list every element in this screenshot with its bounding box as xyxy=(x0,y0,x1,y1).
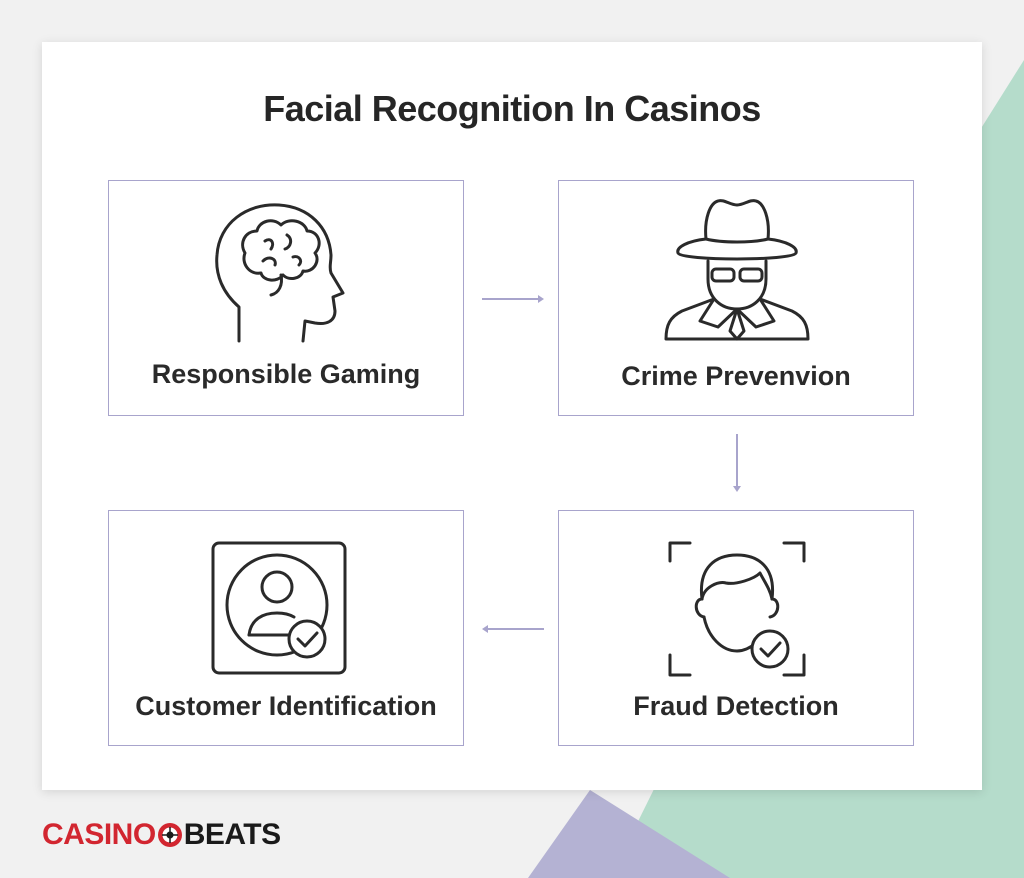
step-label: Customer Identification xyxy=(135,691,437,721)
brain-head-icon xyxy=(215,203,345,343)
step-label: Crime Prevenvion xyxy=(621,361,851,391)
roulette-wheel-icon xyxy=(157,823,182,847)
casinobeats-logo: CASINO BEATS xyxy=(42,815,281,855)
logo-casino-text: CASINO xyxy=(42,818,156,851)
step-crime-prevention: Crime Prevenvion xyxy=(558,180,914,416)
step-fraud-detection: Fraud Detection xyxy=(558,510,914,746)
spy-detective-icon xyxy=(664,199,810,341)
purple-shape xyxy=(528,790,730,878)
arrow-left xyxy=(482,625,544,633)
step-responsible-gaming: Responsible Gaming xyxy=(108,180,464,416)
arrow-down xyxy=(733,434,741,492)
arrow-right xyxy=(482,295,544,303)
diagram-title: Facial Recognition In Casinos xyxy=(263,88,761,129)
step-label: Fraud Detection xyxy=(633,691,839,721)
face-scan-check-icon xyxy=(668,541,806,677)
logo-beats-text: BEATS xyxy=(183,818,281,851)
user-id-check-icon xyxy=(211,541,347,675)
step-customer-identification: Customer Identification xyxy=(108,510,464,746)
step-label: Responsible Gaming xyxy=(151,359,421,389)
